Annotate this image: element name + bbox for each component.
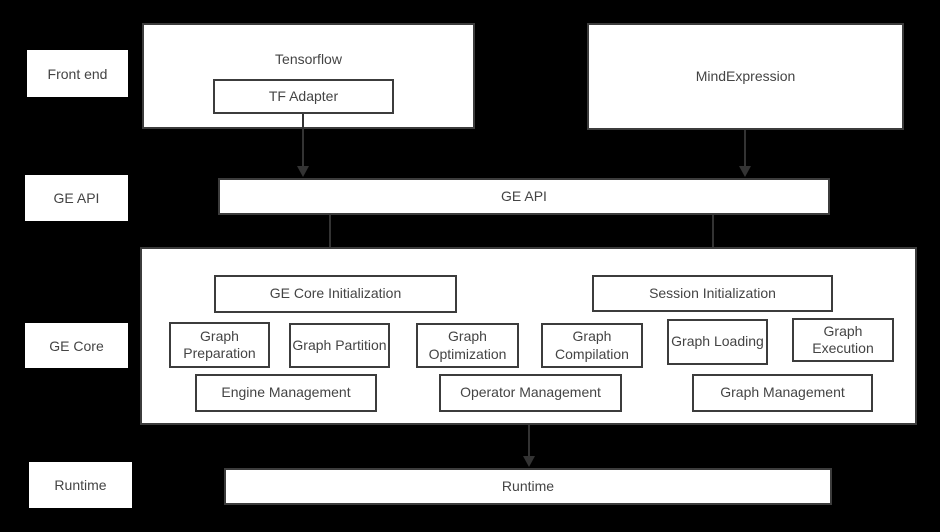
graph-compilation-label: Graph Compilation (555, 328, 629, 362)
tensorflow-box: Tensorflow TF Adapter (142, 23, 475, 129)
arrow-shaft (302, 114, 304, 168)
arrow-tf-adapter-to-ge-api (297, 114, 309, 177)
ge-api-bar-label: GE API (501, 187, 547, 204)
arrow-down-icon (297, 166, 309, 177)
graph-loading-box: Graph Loading (667, 319, 768, 365)
row-label-ge-api: GE API (25, 175, 128, 221)
ge-core-initialization-box: GE Core Initialization (214, 275, 457, 313)
operator-management-label: Operator Management (460, 384, 601, 401)
row-label-runtime: Runtime (29, 462, 132, 508)
graph-partition-label: Graph Partition (292, 336, 387, 353)
graph-preparation-label: Graph Preparation (183, 327, 256, 362)
row-label-ge-core-text: GE Core (49, 337, 104, 354)
row-label-front-end-text: Front end (47, 65, 108, 82)
row-label-front-end: Front end (27, 50, 128, 97)
ge-api-bar: GE API (218, 178, 830, 215)
arrow-shaft (712, 215, 714, 263)
operator-management-box: Operator Management (439, 374, 622, 412)
tensorflow-label: Tensorflow (275, 51, 342, 67)
session-initialization-label: Session Initialization (649, 284, 776, 301)
mindexpression-label: MindExpression (695, 67, 796, 84)
runtime-bar: Runtime (224, 468, 832, 505)
runtime-bar-label: Runtime (501, 477, 555, 494)
arrow-ge-core-to-runtime (523, 425, 535, 467)
engine-management-label: Engine Management (221, 384, 351, 401)
graph-preparation-box: Graph Preparation (169, 322, 270, 368)
ge-core-initialization-label: GE Core Initialization (269, 285, 402, 302)
arrow-down-icon (523, 456, 535, 467)
graph-execution-label: Graph Execution (812, 322, 874, 357)
arrow-down-icon (739, 166, 751, 177)
arrow-shaft (744, 130, 746, 168)
graph-execution-box: Graph Execution (792, 318, 894, 362)
arrow-mindexpression-to-ge-api (739, 130, 751, 177)
graph-compilation-box: Graph Compilation (541, 323, 643, 368)
graph-management-box: Graph Management (692, 374, 873, 412)
ge-core-box: GE Core Initialization Session Initializ… (140, 247, 917, 425)
tf-adapter-box: TF Adapter (213, 79, 394, 114)
mindexpression-box: MindExpression (587, 23, 904, 130)
graph-optimization-box: Graph Optimization (416, 323, 519, 368)
arrow-shaft (329, 215, 331, 263)
row-label-ge-core: GE Core (25, 323, 128, 368)
graph-optimization-label: Graph Optimization (428, 328, 507, 362)
row-label-ge-api-text: GE API (53, 190, 100, 206)
tf-adapter-label: TF Adapter (268, 87, 339, 104)
graph-partition-box: Graph Partition (289, 323, 390, 368)
session-initialization-box: Session Initialization (592, 275, 833, 312)
graph-management-label: Graph Management (720, 384, 845, 401)
engine-management-box: Engine Management (195, 374, 377, 412)
arrow-shaft (528, 425, 530, 458)
row-label-runtime-text: Runtime (54, 477, 107, 493)
graph-loading-label: Graph Loading (671, 333, 764, 350)
